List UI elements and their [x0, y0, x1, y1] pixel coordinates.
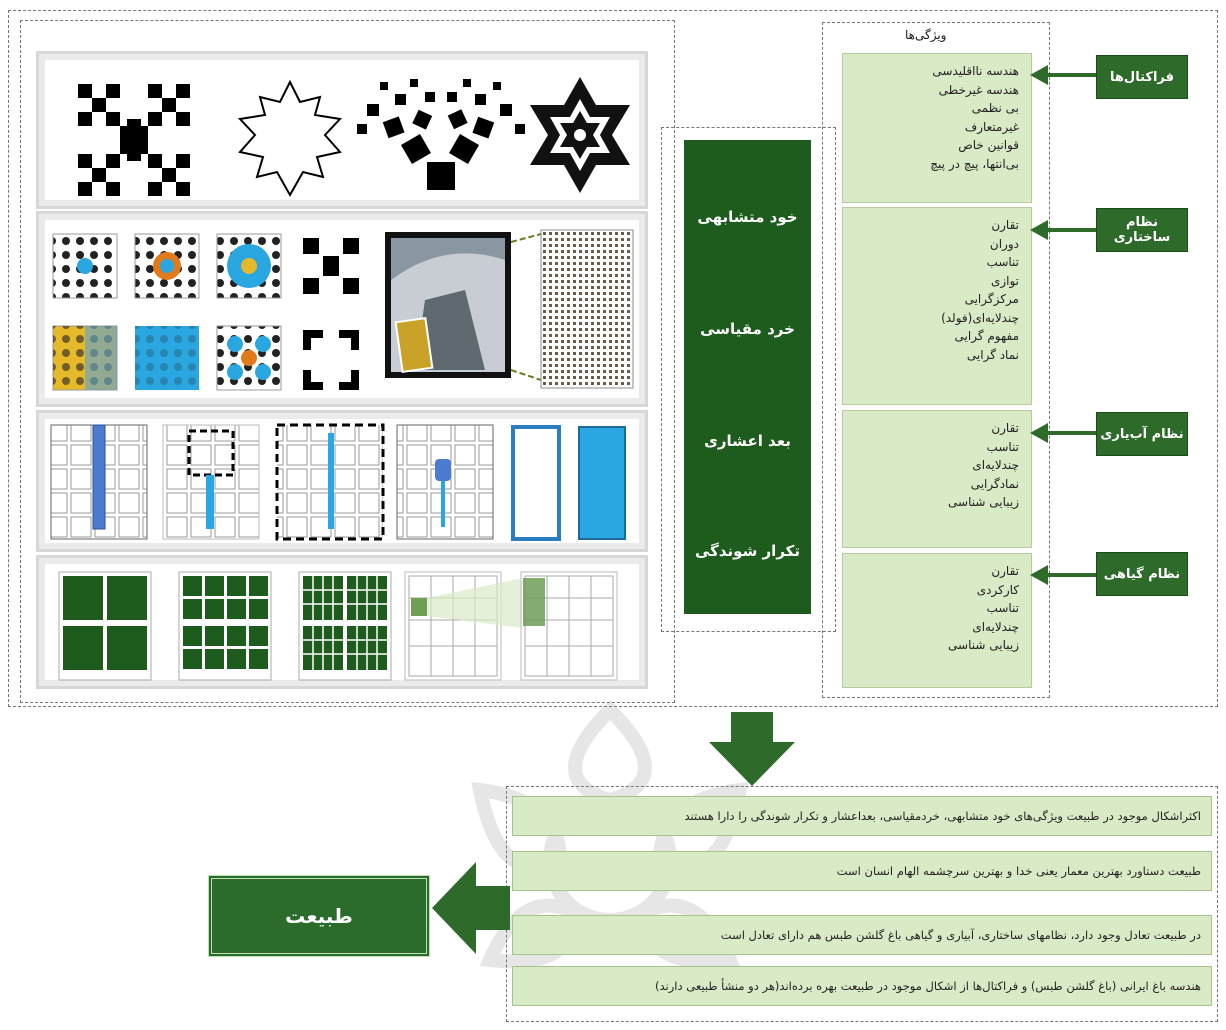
planting-system-panel	[36, 555, 648, 689]
category-planting: نظام گیاهی	[1096, 552, 1188, 596]
feature-item: هندسه نااقلیدسی	[932, 64, 1019, 78]
planting-plan-5	[520, 571, 618, 681]
property-micro-scale: خرد مقیاسی	[700, 320, 795, 338]
water-channel-2	[578, 426, 626, 540]
feature-item: تناسب	[986, 439, 1019, 454]
grid-pattern-tile	[540, 229, 634, 389]
feature-item: تقارن	[991, 218, 1019, 232]
feature-item: چندلایه‌ای(فولد)	[941, 310, 1019, 325]
feature-item: چندلایه‌ای	[972, 458, 1019, 472]
snowflake-fractal-icon	[530, 77, 630, 193]
fractal-shapes-panel	[36, 51, 648, 209]
features-frame	[822, 22, 1050, 698]
planting-system-plans	[58, 571, 618, 681]
water-plan-2	[162, 424, 260, 540]
planting-plan-2	[178, 571, 272, 681]
arrow-structural	[1046, 228, 1096, 232]
planting-features: تقارن کارکردی تناسب چندلایه‌ای زیبایی شن…	[842, 553, 1032, 688]
feature-item: کارکردی	[976, 582, 1019, 597]
feature-item: نمادگرایی	[970, 476, 1019, 491]
feature-item: زیبایی شناسی	[948, 638, 1019, 652]
water-channel-1	[511, 425, 561, 541]
water-plan-4	[396, 424, 494, 540]
feature-item: قوانین خاص	[958, 138, 1019, 152]
feature-item: تناسب	[986, 255, 1019, 269]
tile-pattern-1	[52, 233, 118, 299]
feature-item: چندلایه‌ای	[972, 619, 1019, 634]
planting-plan-3	[298, 571, 392, 681]
water-system-panel	[36, 410, 648, 552]
feature-item: بی‌انتها، پیچ در پیچ	[930, 156, 1019, 171]
feature-item: توازی	[990, 273, 1019, 288]
pattern-tiles	[52, 229, 634, 391]
feature-item: مفهوم گرایی	[954, 329, 1019, 343]
feature-item: تناسب	[986, 601, 1019, 615]
koch-snowflake-icon	[237, 79, 343, 198]
feature-item: دوران	[989, 236, 1019, 251]
feature-item: مرکزگرایی	[964, 292, 1019, 306]
category-structural: نظام ساختاری	[1096, 208, 1188, 252]
feature-item: هندسه غیرخطی	[938, 82, 1019, 97]
fractals-features: هندسه نااقلیدسی هندسه غیرخطی بی نظمی غیر…	[842, 53, 1032, 203]
conclusion-2: طبیعت دستاورد بهترین معمار یعنی خدا و به…	[512, 851, 1212, 891]
down-arrow-icon	[709, 712, 795, 786]
structural-features: تقارن دوران تناسب توازی مرکزگرایی چندلای…	[842, 207, 1032, 405]
features-title: ویژگی‌ها	[905, 28, 947, 42]
vicsek-fractal-icon	[78, 84, 190, 196]
arrow-head-icon	[1030, 423, 1048, 443]
pythagoras-tree-icon	[357, 79, 525, 190]
arrow-fractals	[1046, 73, 1096, 77]
tile-pattern-6	[135, 326, 199, 390]
arrow-head-icon	[1030, 565, 1048, 585]
properties-frame	[661, 127, 836, 632]
property-self-similarity: خود متشابهی	[697, 208, 798, 226]
pattern-tiles-panel	[36, 211, 648, 407]
category-fractals: فراکتال‌ها	[1096, 55, 1188, 99]
water-plan-1	[50, 424, 148, 540]
feature-item: تقارن	[991, 564, 1019, 578]
feature-item: غیرمتعارف	[964, 119, 1019, 134]
feature-item: بی نظمی	[971, 101, 1019, 115]
arrow-head-icon	[1030, 220, 1048, 240]
tile-pattern-8	[303, 330, 359, 390]
tile-pattern-3	[216, 233, 282, 299]
property-repetition: تکرار شوندگی	[694, 542, 801, 560]
irrigation-features: تقارن تناسب چندلایه‌ای نمادگرایی زیبایی …	[842, 410, 1032, 548]
water-system-plans	[50, 423, 626, 541]
property-fractional-dimension: بعد اعشاری	[704, 432, 791, 450]
conclusion-3: در طبیعت تعادل وجود دارد، نظامهای ساختار…	[512, 915, 1212, 955]
arrow-planting	[1046, 573, 1096, 577]
feature-item: تقارن	[991, 421, 1019, 435]
nature-box: طبیعت	[208, 875, 430, 957]
tile-pattern-5	[52, 325, 118, 391]
fractal-shapes	[78, 77, 630, 198]
properties-column: خود متشابهی خرد مقیاسی بعد اعشاری تکرار …	[684, 140, 811, 614]
water-plan-3	[275, 423, 385, 541]
category-irrigation: نظام آب‌یاری	[1096, 412, 1188, 456]
planting-plan-1	[58, 571, 152, 681]
arrow-head-icon	[1030, 65, 1048, 85]
feature-item: نماد گرایی	[966, 347, 1019, 362]
arrow-irrigation	[1046, 431, 1096, 435]
feature-item: زیبایی شناسی	[948, 495, 1019, 509]
conclusion-4: هندسه باغ ایرانی (باغ گلشن طبس) و فراکتا…	[512, 966, 1212, 1006]
garden-photo	[385, 232, 511, 378]
outer-frame	[8, 10, 1218, 707]
tile-pattern-7	[216, 325, 282, 391]
tile-pattern-4	[299, 234, 363, 298]
left-arrow-icon	[432, 862, 510, 954]
conclusion-1: اکثراشکال موجود در طبیعت ویژگی‌های خود م…	[512, 796, 1212, 836]
images-frame	[20, 20, 675, 703]
tile-pattern-2	[134, 233, 200, 299]
